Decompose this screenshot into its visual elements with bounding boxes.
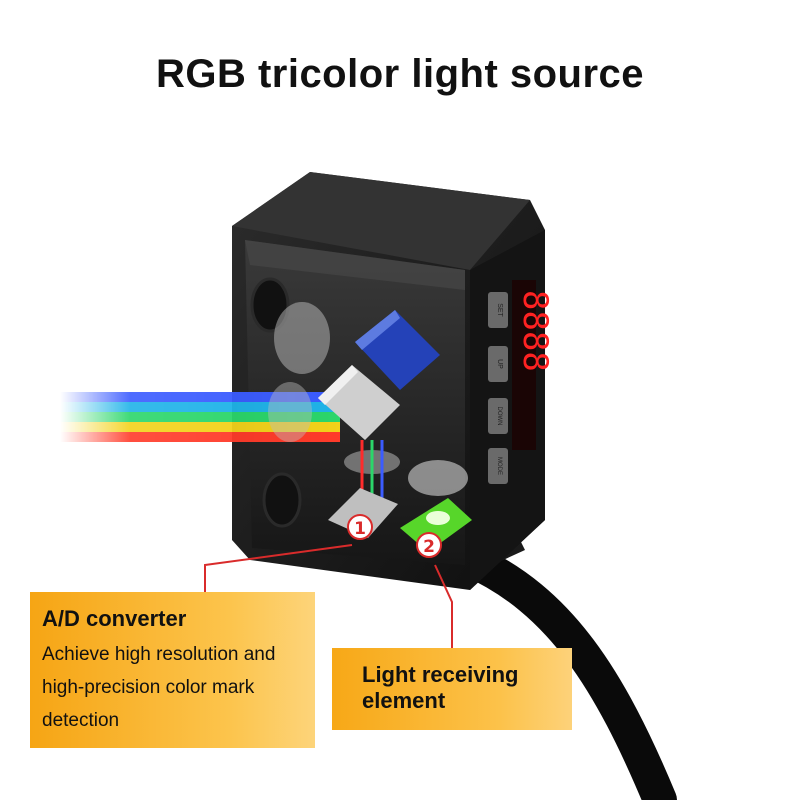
ad-converter-chip bbox=[328, 488, 398, 538]
marker-2: 2 bbox=[416, 532, 442, 558]
up-button bbox=[488, 346, 508, 382]
rgb-light-beam bbox=[60, 392, 340, 442]
ad-converter-heading: A/D converter bbox=[42, 606, 187, 631]
control-panel: SET UP DOWN MODE 8888 bbox=[488, 280, 555, 484]
segment-display: 8888 bbox=[515, 290, 555, 372]
mode-button bbox=[488, 448, 508, 484]
page-title: RGB tricolor light source bbox=[155, 52, 645, 96]
down-button-label: DOWN bbox=[496, 407, 502, 426]
light-receiving-heading: Light receiving element bbox=[362, 662, 519, 713]
sensor-cable bbox=[453, 543, 677, 800]
set-button-label: SET bbox=[496, 303, 503, 317]
up-button-label: UP bbox=[496, 359, 503, 369]
lens-assembly bbox=[268, 302, 468, 496]
svg-text:1: 1 bbox=[354, 519, 366, 539]
leader-line-1 bbox=[204, 544, 353, 592]
ad-converter-callout: A/D converter Achieve high resolution an… bbox=[30, 592, 315, 748]
svg-text:2: 2 bbox=[423, 537, 435, 557]
set-button bbox=[488, 292, 508, 328]
ad-converter-description: Achieve high resolution and high-precisi… bbox=[42, 644, 276, 731]
down-button bbox=[488, 398, 508, 434]
light-receiving-callout: Light receiving element bbox=[332, 648, 572, 730]
mode-button-label: MODE bbox=[496, 457, 502, 475]
leader-line-2 bbox=[434, 564, 453, 648]
marker-1: 1 bbox=[347, 514, 373, 540]
